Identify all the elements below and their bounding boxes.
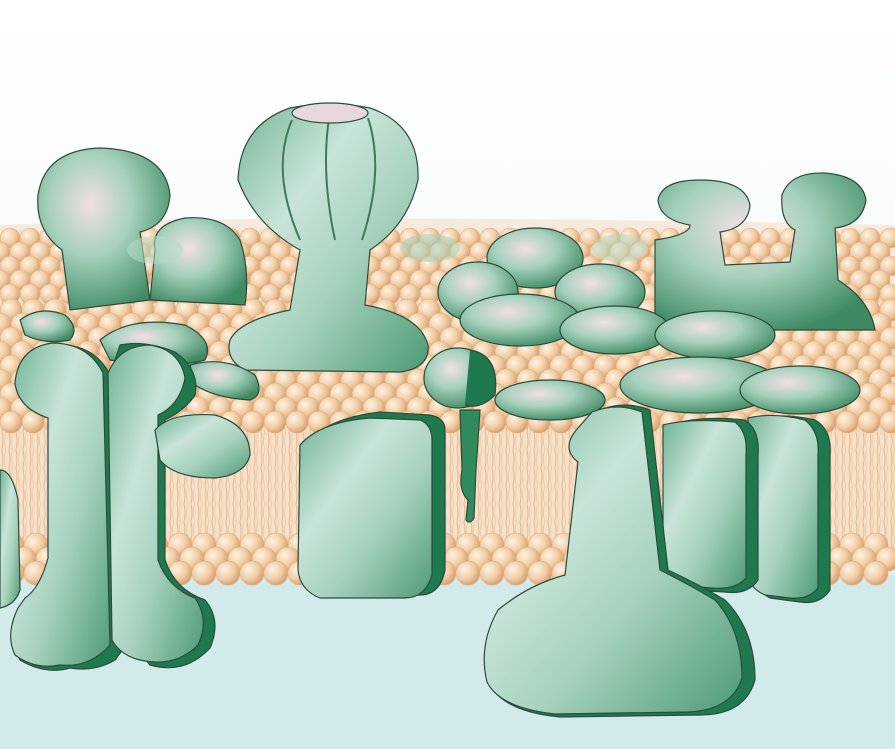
lipid-head xyxy=(836,411,858,433)
lipid-head xyxy=(264,561,288,585)
lipid-head xyxy=(192,561,216,585)
lipid-head xyxy=(264,411,286,433)
lipid-head xyxy=(840,561,864,585)
lipid-head xyxy=(242,411,264,433)
lipid-head xyxy=(864,561,888,585)
lipid-head xyxy=(480,561,504,585)
lipid-head xyxy=(858,411,880,433)
lipid-head xyxy=(216,561,240,585)
lipid-head xyxy=(0,411,22,433)
lipid-head xyxy=(240,561,264,585)
lipid-head xyxy=(504,561,528,585)
lipid-head xyxy=(286,411,308,433)
lipid-head xyxy=(484,411,506,433)
transmembrane-protein-block-center xyxy=(298,412,445,598)
lipid-head xyxy=(456,561,480,585)
